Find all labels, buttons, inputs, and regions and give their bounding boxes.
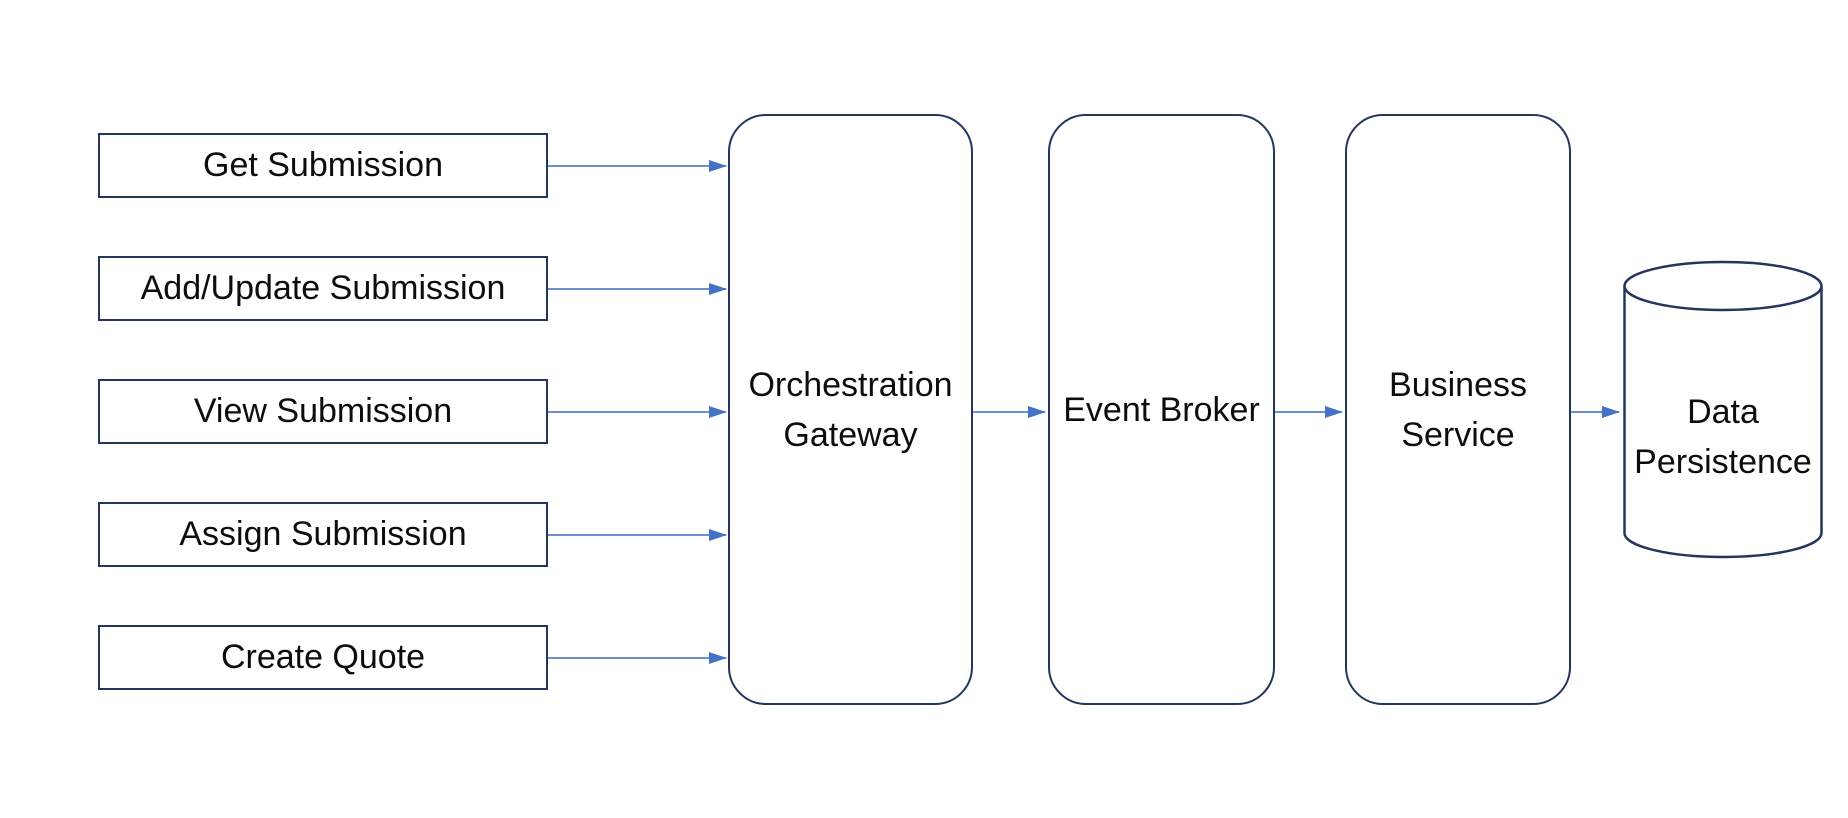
box-get-submission: Get Submission [98,133,548,198]
box-create-quote-label: Create Quote [220,638,426,676]
database-cylinder-icon [1623,260,1823,559]
box-get-submission-label: Get Submission [203,146,443,184]
box-view-submission-label: View Submission [193,392,453,430]
box-assign-submission-label: Assign Submission [179,515,467,553]
node-business-service: Business Service [1345,114,1571,705]
node-orchestration-gateway-label: Orchestration Gateway [748,365,953,454]
cylinder-top-ellipse [1623,260,1823,312]
node-event-broker: Event Broker [1048,114,1275,705]
box-add-update-submission-label: Add/Update Submission [140,269,506,307]
cylinder-body [1623,286,1823,559]
node-business-service-label: Business Service [1389,365,1527,454]
box-view-submission: View Submission [98,379,548,444]
box-add-update-submission: Add/Update Submission [98,256,548,321]
node-data-persistence-label: Data Persistence [1634,393,1812,481]
node-orchestration-gateway: Orchestration Gateway [728,114,973,705]
box-create-quote: Create Quote [98,625,548,690]
box-assign-submission: Assign Submission [98,502,548,567]
node-event-broker-label: Event Broker [1063,390,1260,429]
